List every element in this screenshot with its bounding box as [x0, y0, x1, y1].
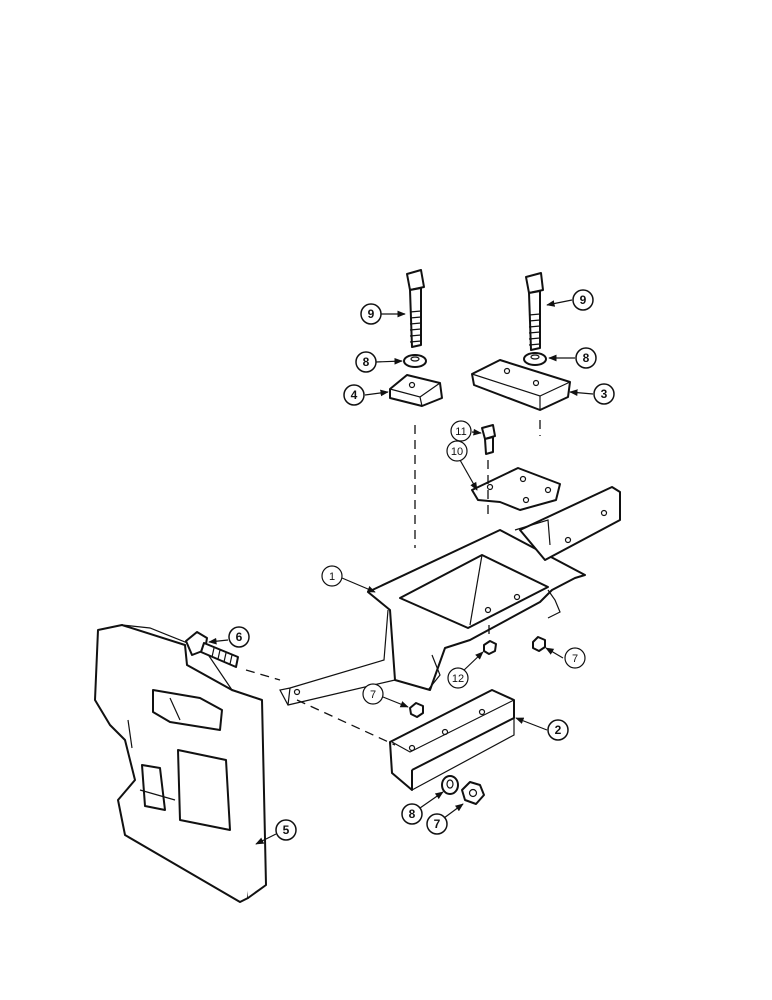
callout-label: 7 — [434, 817, 441, 831]
callout-label: 8 — [409, 807, 416, 821]
callout-7-right: 7 — [564, 647, 586, 669]
callout-8-left: 8 — [355, 351, 377, 373]
callout-7-left: 7 — [362, 683, 384, 705]
callout-1: 1 — [321, 565, 343, 587]
callout-8-right: 8 — [575, 347, 597, 369]
callout-label: 9 — [580, 293, 587, 307]
assembly-guide-lines — [245, 420, 541, 746]
support-frame-part-1 — [279, 486, 621, 706]
callout-label: 2 — [555, 723, 562, 737]
callout-label: 7 — [370, 689, 376, 701]
callout-5: 5 — [275, 819, 297, 841]
washer-left-part-8 — [403, 354, 427, 368]
callout-7-lower: 7 — [426, 813, 448, 835]
front-weight-part-5 — [94, 624, 267, 903]
callout-label: 6 — [236, 630, 243, 644]
mounting-plate-part-10 — [471, 467, 561, 511]
callout-label: 10 — [451, 446, 463, 458]
bolt-part-12 — [483, 640, 497, 655]
callout-10: 10 — [446, 440, 468, 462]
callout-label: 5 — [283, 823, 290, 837]
callout-9-right: 9 — [572, 289, 594, 311]
callout-8-lower: 8 — [401, 803, 423, 825]
callout-label: 7 — [572, 653, 578, 665]
callout-label: 4 — [351, 388, 358, 402]
angle-bracket-part-2 — [389, 689, 515, 791]
washer-lower-part-8 — [441, 775, 459, 795]
plate-part-4 — [389, 374, 443, 407]
callout-label: 12 — [452, 673, 464, 685]
callout-11: 11 — [450, 420, 472, 442]
callout-label: 11 — [455, 426, 466, 438]
callout-9-left: 9 — [360, 303, 382, 325]
callout-label: 9 — [368, 307, 375, 321]
callout-12: 12 — [447, 667, 469, 689]
callout-4: 4 — [343, 384, 365, 406]
plate-part-3 — [471, 359, 571, 411]
leader-lines — [208, 299, 594, 845]
callout-6: 6 — [228, 626, 250, 648]
bolt-part-11 — [481, 424, 496, 455]
washer-right-part-8 — [523, 352, 547, 366]
bolt-right-part-9 — [525, 272, 544, 351]
callout-label: 8 — [363, 355, 370, 369]
nut-lower-part-7 — [461, 781, 485, 805]
nut-left-part-7 — [409, 702, 424, 718]
bolt-part-6 — [185, 631, 239, 668]
callout-label: 8 — [583, 351, 590, 365]
callout-3: 3 — [593, 383, 615, 405]
bolt-left-part-9 — [406, 269, 425, 348]
nut-right-part-7 — [532, 636, 546, 652]
callout-label: 1 — [329, 571, 335, 583]
callout-label: 3 — [601, 387, 608, 401]
callout-2: 2 — [547, 719, 569, 741]
